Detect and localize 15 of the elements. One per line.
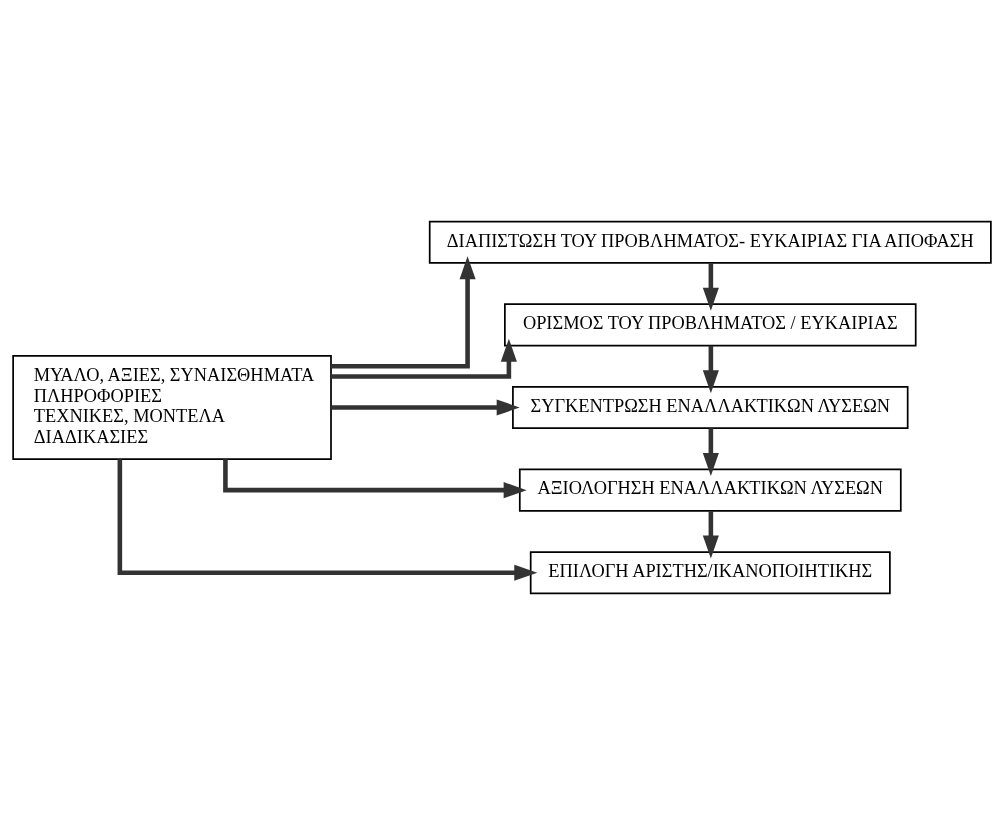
arrow bbox=[117, 459, 538, 581]
node-box: ΕΠΙΛΟΓΗ ΑΡΙΣΤΗΣ/ΙΚΑΝΟΠΟΙΗΤΙΚΗΣ bbox=[529, 551, 891, 595]
node-box: ΑΞΙΟΛΟΓΗΣΗ ΕΝΑΛΛΑΚΤΙΚΩΝ ΛΥΣΕΩΝ bbox=[518, 468, 902, 512]
arrow bbox=[223, 459, 527, 499]
arrow bbox=[702, 511, 719, 559]
node-box: ΣΥΓΚΕΝΤΡΩΣΗ ΕΝΑΛΛΑΚΤΙΚΩΝ ΛΥΣΕΩΝ bbox=[512, 385, 909, 430]
arrow bbox=[702, 428, 719, 476]
arrow bbox=[702, 345, 719, 394]
node-box: ΜΥΑΛΟ, ΑΞΙΕΣ, ΣΥΝΑΙΣΘΗΜΑΤΑ ΠΛΗΡΟΦΟΡΙΕΣ ΤΕΧΝΙΚΕΣ, ΜΟΝΤΕΛΑ ΔΙΑΔΙΚΑΣΙΕΣ bbox=[12, 355, 332, 460]
node-box: ΔΙΑΠΙΣΤΩΣΗ ΤΟΥ ΠΡΟΒΛΗΜΑΤΟΣ- ΕΥΚΑΙΡΙΑΣ ΓΙΑ ΑΠΟΦΑΣΗ bbox=[428, 220, 992, 264]
arrow bbox=[331, 399, 520, 416]
node-box: ΟΡΙΣΜΟΣ ΤΟΥ ΠΡΟΒΛΗΜΑΤΟΣ / ΕΥΚΑΙΡΙΑΣ bbox=[504, 303, 917, 347]
arrow bbox=[331, 256, 476, 369]
arrow bbox=[331, 338, 517, 379]
arrow bbox=[702, 263, 719, 311]
